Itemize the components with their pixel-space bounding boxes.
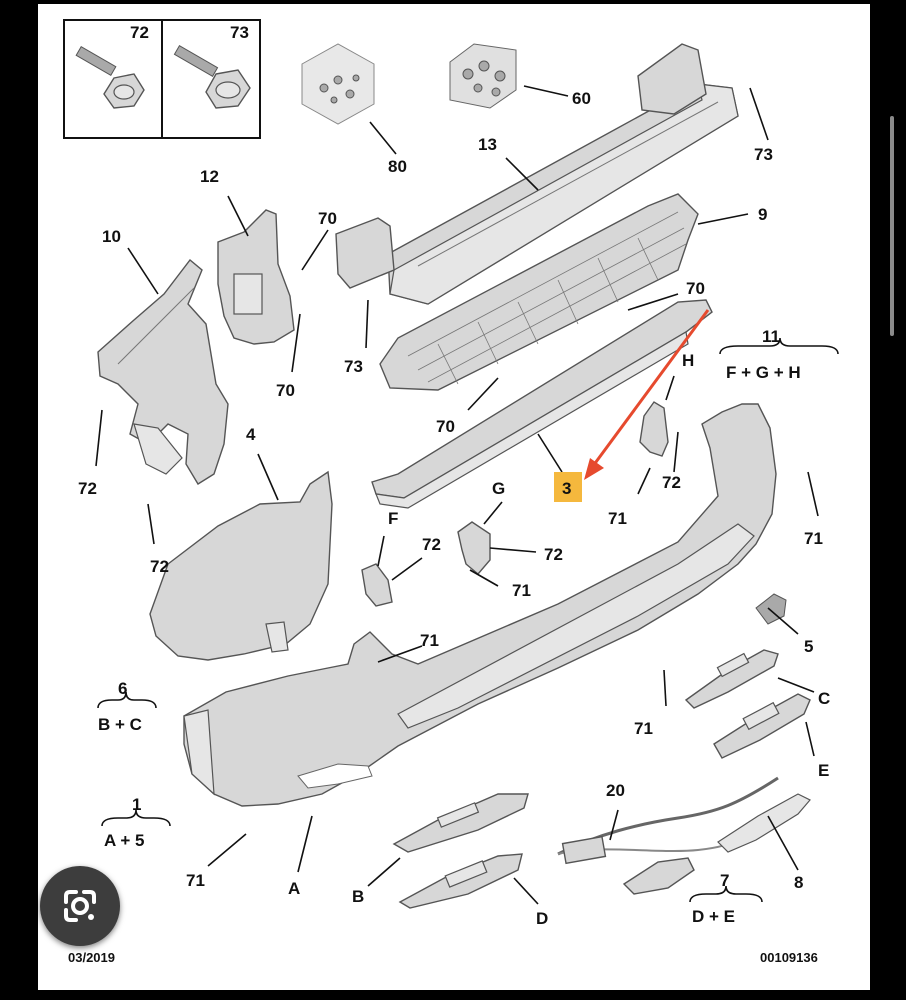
reflector-D [398,853,523,909]
label-13: 13 [478,135,497,154]
reflector-E [713,693,811,759]
label-71b: 71 [512,581,531,600]
label-71f: 71 [186,871,205,890]
label-20: 20 [606,781,625,800]
side-bracket-10 [97,258,229,485]
label-72c: 72 [422,535,441,554]
label-8: 8 [794,873,803,892]
date-code: 03/2019 [68,950,115,965]
label-70d: 70 [436,417,455,436]
label-11-sub: F + G + H [726,363,801,382]
highlight-part-3 [554,472,582,502]
label-73: 73 [230,23,249,42]
label-71a: 71 [608,509,627,528]
label-5: 5 [804,637,813,656]
label-60: 60 [572,89,591,108]
label-7: 7 [720,871,729,890]
bumper-reinforcement-beam-13 [335,43,739,305]
sensor-module-8 [622,793,811,895]
brace-7 [689,885,763,903]
side-extension-4 [149,470,333,661]
label-3: 3 [562,479,571,498]
fixing-kit-80-icon [301,43,375,125]
brace-11 [719,337,839,355]
label-A: A [288,879,300,898]
label-1-sub: A + 5 [104,831,144,850]
label-71e: 71 [634,719,653,738]
label-B: B [352,887,364,906]
reflector-B [392,793,529,853]
label-72d: 72 [544,545,563,564]
label-7-sub: D + E [692,907,735,926]
red-arrow [591,309,710,467]
label-G: G [492,479,505,498]
label-80: 80 [388,157,407,176]
reference-code: 00109136 [760,950,818,965]
brace-1 [101,809,171,827]
scrollbar[interactable] [890,116,894,336]
bracket-H [639,401,669,457]
reflector-C [684,649,779,709]
label-73c: 73 [344,357,363,376]
label-12: 12 [200,167,219,186]
label-71c: 71 [804,529,823,548]
brace-6 [97,691,157,709]
impact-absorber-9 [379,193,699,391]
label-73b: 73 [754,145,773,164]
label-70a: 70 [318,209,337,228]
label-D: D [536,909,548,928]
label-70c: 70 [276,381,295,400]
bolt-72-icon [75,45,145,109]
label-E: E [818,761,829,780]
label-9: 9 [758,205,767,224]
label-10: 10 [102,227,121,246]
label-72a: 72 [78,479,97,498]
google-lens-button[interactable] [40,866,120,946]
diagram-page: 72 73 80 60 13 73 12 70 10 9 70 73 70 70… [38,4,870,990]
label-72: 72 [130,23,149,42]
label-H: H [682,351,694,370]
red-arrow-head [584,458,604,480]
bracket-G [457,521,491,575]
bolt-73-icon [173,44,251,109]
label-C: C [818,689,830,708]
fixing-kit-60-icon [449,43,517,109]
label-71d: 71 [420,631,439,650]
side-guide-12 [217,209,295,345]
label-72b: 72 [662,473,681,492]
label-70b: 70 [686,279,705,298]
label-6: 6 [118,679,127,698]
label-72e: 72 [150,557,169,576]
google-lens-icon [64,890,96,922]
scuff-plate-3 [371,299,713,509]
bracket-F [361,563,393,607]
label-6-sub: B + C [98,715,142,734]
exploded-parts-diagram: 72 73 80 60 13 73 12 70 10 9 70 73 70 70… [63,19,839,965]
leader-lines [95,85,819,905]
label-F: F [388,509,398,528]
rear-bumper-cover-A [183,403,777,807]
label-4: 4 [246,425,256,444]
label-11: 11 [762,327,780,346]
label-1: 1 [132,795,141,814]
